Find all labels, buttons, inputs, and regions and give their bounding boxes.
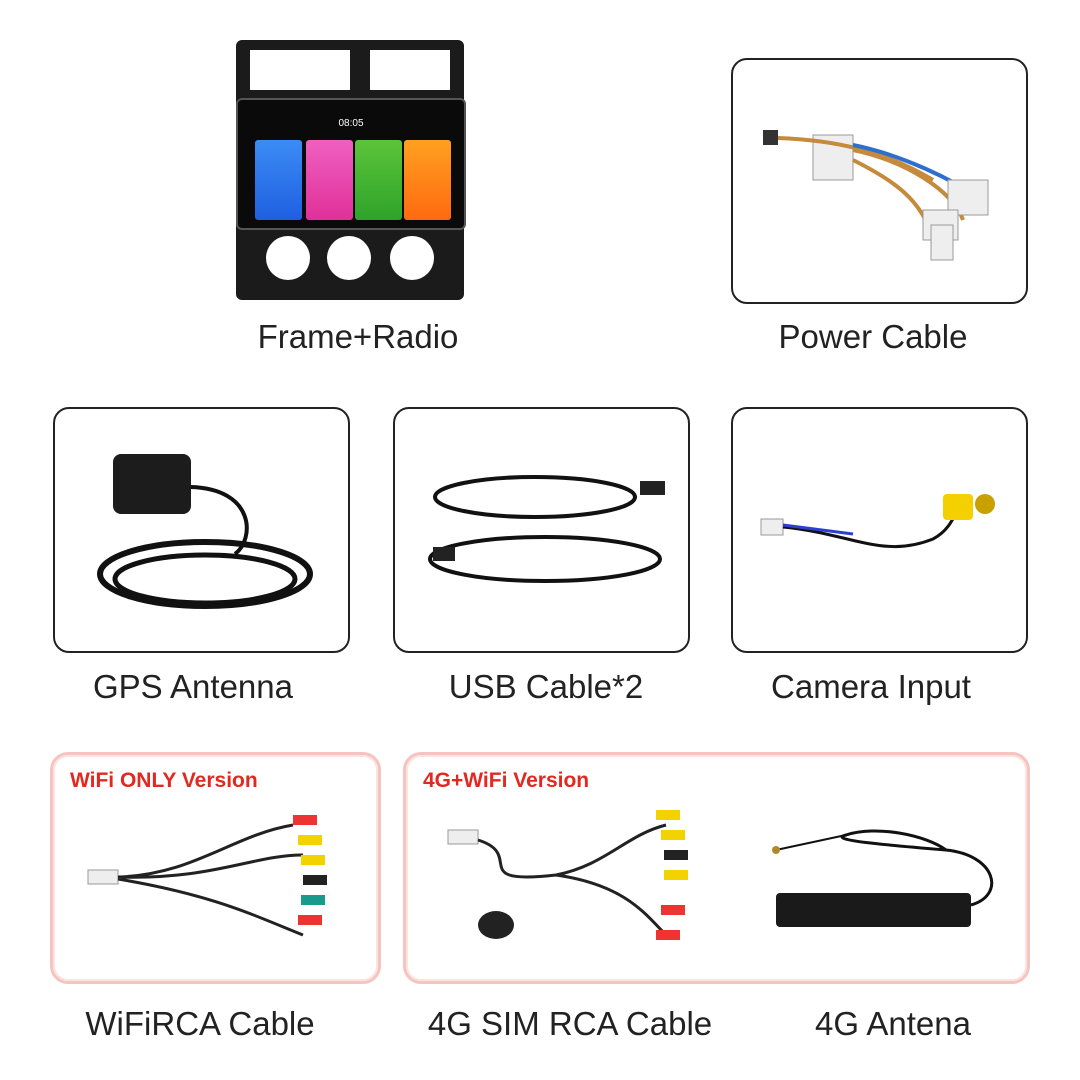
label-frame-radio: Frame+Radio [257, 318, 459, 355]
label-4g-antenna: 4G Antena [815, 1005, 971, 1042]
camera-input-graphic [760, 494, 995, 549]
label-wifi-rca-cable: WiFiRCA Cable [85, 1005, 315, 1042]
label-camera-input: Camera Input [771, 668, 971, 705]
power-cable-graphic [763, 130, 989, 261]
4g-sim-rca-and-antenna-graphic [447, 810, 994, 940]
gps-antenna-graphic [97, 454, 313, 609]
radio-screen: 08:05 [236, 98, 466, 230]
wifi-rca-cable-graphic [87, 815, 327, 937]
music-tile [306, 140, 353, 220]
usb-cable-graphic [428, 475, 665, 583]
nav-tile [255, 140, 302, 220]
screen-time: 08:05 [338, 118, 364, 129]
4g-wifi-version-tag: 4G+WiFi Version [423, 769, 590, 792]
label-power-cable: Power Cable [778, 318, 968, 355]
4g-wifi-version-box: 4G+WiFi Version [403, 752, 1030, 984]
gps-antenna-box [53, 407, 350, 653]
label-usb-cable: USB Cable*2 [448, 668, 644, 705]
power-cable-box [731, 58, 1028, 304]
wifi-only-version-box: WiFi ONLY Version [50, 752, 381, 984]
label-gps-antenna: GPS Antenna [93, 668, 293, 705]
usb-cable-box [393, 407, 690, 653]
label-4g-sim-rca-cable: 4G SIM RCA Cable [427, 1005, 713, 1042]
radio-tile [404, 140, 451, 220]
wifi-only-version-tag: WiFi ONLY Version [70, 769, 258, 792]
camera-input-box [731, 407, 1028, 653]
phonelink-tile [355, 140, 402, 220]
